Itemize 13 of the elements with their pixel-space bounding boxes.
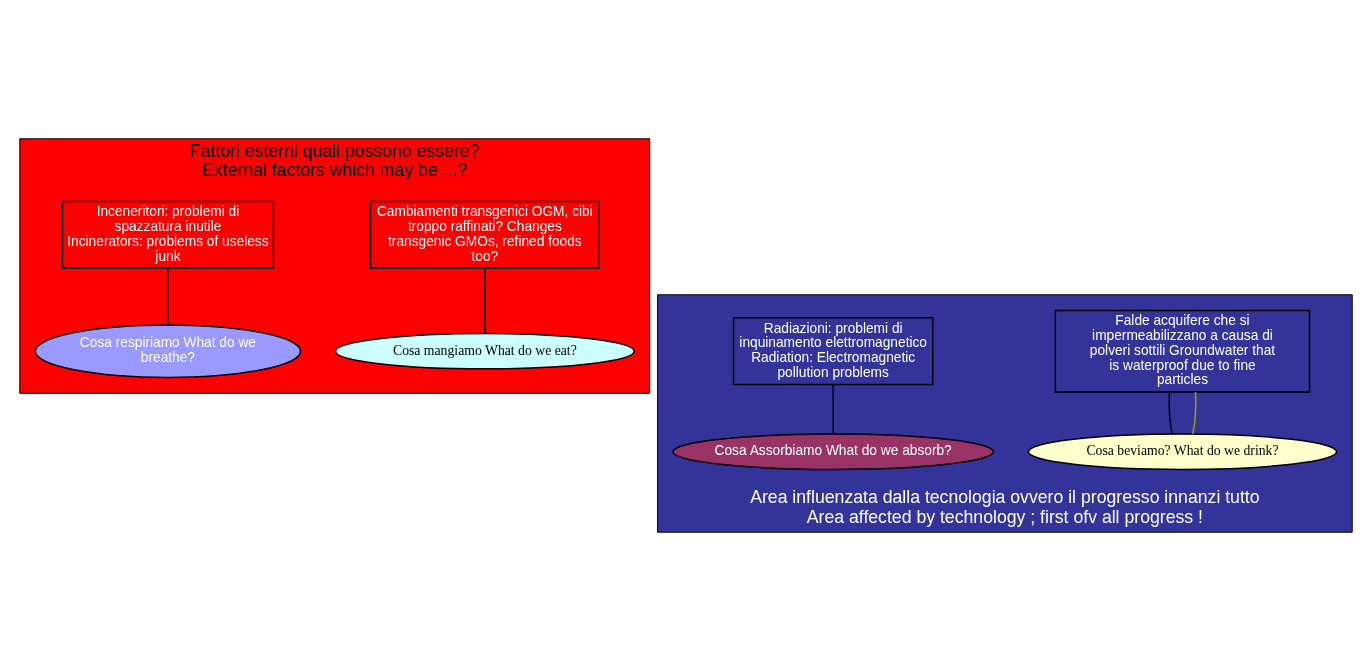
node-ellipse: Cosa Assorbiamo What do we absorb? — [672, 433, 995, 471]
node-ellipse: Cosa mangiamo What do we eat? — [334, 332, 635, 370]
node-box: Falde acquifere che si impermeabilizzano a causa di polveri sottili Groundwater that is waterproof due to fine particles — [1054, 309, 1311, 393]
node-box: Cambiamenti transgenici OGM, cibi troppo raffinati? Changes transgenic GMOs, refined foods too? — [369, 200, 600, 270]
connector — [484, 267, 486, 334]
node-ellipse: Cosa beviamo? What do we drink? — [1027, 433, 1338, 471]
connector — [167, 267, 169, 326]
node-box: Inceneritori: problemi di spazzatura inutile Incinerators: problems of useless junk — [61, 200, 275, 270]
node-box: Radiazioni: problemi di inquinamento elettromagnetico Radiation: Electromagnetic pollution problems — [732, 317, 934, 386]
connector — [1192, 391, 1197, 435]
node-ellipse: Cosa respiriamo What do we breathe? — [34, 324, 302, 379]
connector — [1168, 391, 1173, 435]
connector — [832, 384, 834, 435]
